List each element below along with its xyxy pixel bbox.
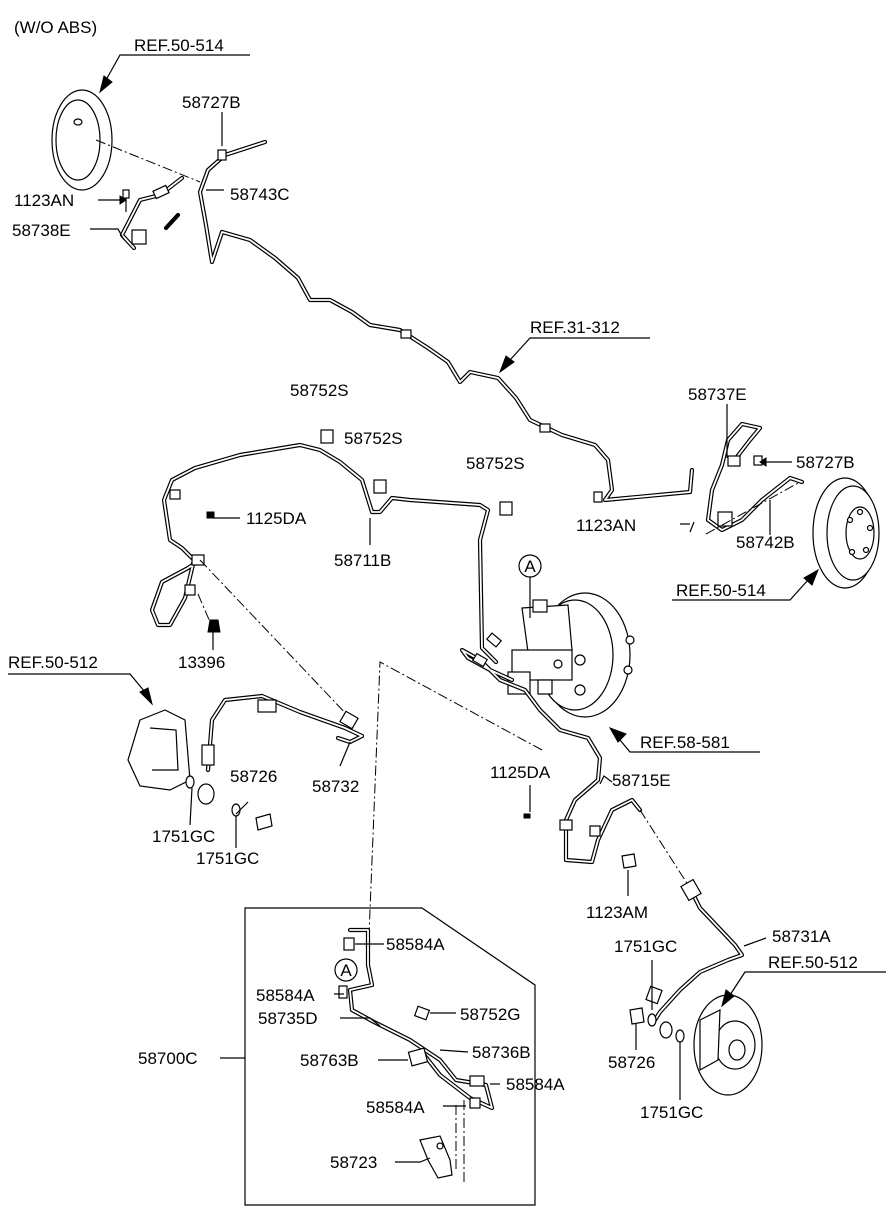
label-58732: 58732 [312,777,359,796]
clip-58727B [753,455,763,466]
clip-58752S-2 [373,479,387,494]
callout-a-top-letter: A [524,557,536,576]
label-58715E: 58715E [612,771,671,790]
hose-fitting [645,985,663,1005]
hose-fitting [257,699,277,713]
bolt-58726 [255,813,273,831]
rear-right-bracket [717,511,733,527]
label-ref-31-312: REF.31-312 [530,318,620,337]
hose-fitting [680,878,702,902]
front-right-assembly [629,878,763,1096]
long-brake-pipe [197,139,695,503]
label-58752S-2: 58752S [344,429,403,448]
label-1125DA-right: 1125DA [490,763,551,782]
front-left-pipe [149,442,499,719]
washer [185,775,195,789]
label-58738E: 58738E [12,221,71,240]
clip-58752G [413,1005,431,1021]
rear-left-assembly [51,89,227,251]
label-ref-50-514-right: REF.50-514 [676,581,766,600]
dashed-guide [367,661,543,961]
fitting-58584A-4 [469,1097,481,1109]
label-1751GC-b: 1751GC [196,849,259,868]
rear-right-assembly [689,421,880,589]
label-1751GC-c: 1751GC [614,937,677,956]
label-58736B: 58736B [472,1043,531,1062]
bracket-58723 [419,1135,453,1179]
fitting-58584A-2 [338,985,348,999]
rear-left-bracket [131,229,147,245]
clips-58752s [320,429,513,516]
label-ref-58-581: REF.58-581 [640,733,730,752]
clip-58752S-1 [320,429,334,444]
label-58727B-top: 58727B [182,93,241,112]
bolt-1123AM [621,853,637,869]
pipe-clip [539,423,551,433]
label-58727B-right: 58727B [796,453,855,472]
label-58752S-3: 58752S [466,454,525,473]
pipe-clip [217,149,227,161]
label-1751GC-d: 1751GC [640,1103,703,1122]
hose-fitting [201,744,215,766]
label-1123AN-right: 1123AN [576,516,636,535]
label-58711B: 58711B [334,551,391,570]
inset-58700c: A [244,907,536,1206]
label-1123AM: 1123AM [586,903,648,922]
label-58752G: 58752G [460,1005,521,1024]
label-ref-50-512-left: REF.50-512 [8,653,98,672]
label-ref-50-512-right: REF.50-512 [768,953,858,972]
clip-58752S-3 [499,501,513,516]
fitting-58584A-3 [469,1075,485,1087]
label-58723: 58723 [330,1153,377,1172]
label-58700C: 58700C [138,1049,198,1068]
label-58726-left: 58726 [230,767,277,786]
label-58731A: 58731A [772,927,831,946]
label-58584A-3: 58584A [506,1075,565,1094]
master-cylinder-booster: A [507,554,635,718]
front-left-assembly [127,693,365,831]
front-left-backing-plate [127,709,191,791]
bolt-58726-right [629,1007,645,1025]
rear-left-drum-inner [55,99,101,181]
label-ref-50-514-top: REF.50-514 [134,36,224,55]
pipe-clip [593,491,603,503]
fitting-58584A-1 [343,937,355,951]
leader-lines [8,54,886,1163]
washer [231,803,241,817]
callout-a-inset [334,958,358,982]
label-1123AN-left: 1123AN [14,191,74,210]
label-58752S-1: 58752S [290,381,349,400]
label-58763B: 58763B [300,1051,359,1070]
washer [675,1029,685,1043]
label-58584A-2: 58584A [256,986,315,1005]
label-58743C: 58743C [230,185,290,204]
label-58584A-1: 58584A [386,935,445,954]
inset-frame [244,907,536,1206]
label-1751GC-a: 1751GC [152,827,215,846]
label-58742B: 58742B [736,533,795,552]
pipe-clip [400,329,412,339]
label-58735D: 58735D [258,1009,318,1028]
front-right-pipe [459,632,691,889]
washer [647,1013,657,1027]
variant-note: (W/O ABS) [14,18,97,37]
clip-58763B [407,1047,429,1067]
label-1125DA-left: 1125DA [246,509,307,528]
label-58726-right: 58726 [608,1053,655,1072]
part-labels: (W/O ABS) REF.50-514 58727B 1123AN 58743… [8,18,858,1172]
callout-a-inset-letter: A [340,961,352,980]
label-58737E: 58737E [688,385,747,404]
label-58584A-4: 58584A [366,1098,425,1117]
label-13396: 13396 [178,653,225,672]
